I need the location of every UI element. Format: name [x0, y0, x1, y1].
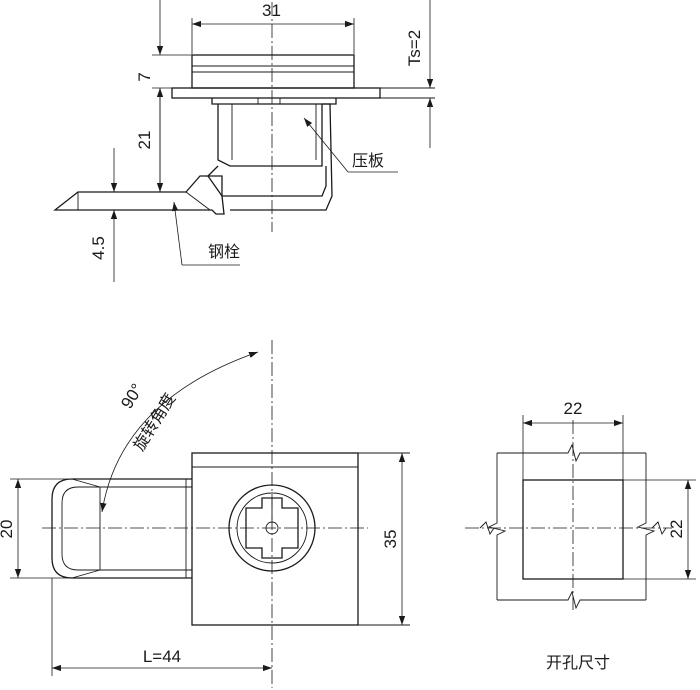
dim-cap-7: 7	[135, 0, 192, 192]
dim-ts-label: Ts=2	[405, 30, 424, 66]
label-pressure-plate: 压板	[352, 152, 384, 170]
dim-body-height-35: 35	[381, 453, 406, 625]
cutout-dim-height-22: 22	[623, 479, 696, 580]
dim-length-44: L=44	[51, 578, 272, 676]
dim-ts-2: Ts=2	[405, 0, 434, 148]
dim-cap-7-label: 7	[135, 72, 154, 81]
cutout-dim-width-label: 22	[564, 399, 583, 418]
steel-bolt	[53, 175, 225, 215]
leader-pressure-plate: 压板	[303, 117, 398, 173]
rotation-angle-label: 90°	[117, 380, 147, 412]
cap-block	[191, 54, 355, 89]
leader-steel-bolt: 钢栓	[172, 201, 240, 266]
dim-length-label: L=44	[143, 647, 181, 666]
mounting-plate	[171, 87, 435, 99]
side-view: 31 7 21 Ts=2 4.5	[53, 0, 435, 282]
cutout-title: 开孔尺寸	[546, 654, 610, 672]
cutout-dim-height-label: 22	[667, 520, 686, 539]
dim-width-31-label: 31	[262, 1, 281, 20]
dim-body-height-35-label: 35	[381, 530, 400, 549]
keyway-icon	[245, 497, 299, 559]
cutout-view: 22 22 开孔尺寸	[465, 399, 696, 672]
cutout-panel	[487, 443, 656, 610]
cutout-dim-width-22: 22	[522, 399, 624, 480]
dim-bolt-height-20: 20	[0, 478, 72, 579]
front-bolt	[51, 478, 192, 579]
dim-bolt-height-20-label: 20	[0, 520, 16, 539]
label-steel-bolt: 钢栓	[208, 243, 240, 261]
dim-body-21: 21	[135, 88, 186, 193]
dim-width-31: 31	[191, 1, 355, 54]
dim-bolt-4-5-label: 4.5	[89, 236, 108, 260]
dim-body-21-label: 21	[135, 131, 154, 150]
rotation-arc: 90° 旋转角度	[100, 351, 259, 513]
front-housing	[191, 452, 410, 626]
dim-bolt-4-5: 4.5	[89, 148, 122, 282]
front-view: 90° 旋转角度 20 35 L=44	[0, 340, 410, 688]
